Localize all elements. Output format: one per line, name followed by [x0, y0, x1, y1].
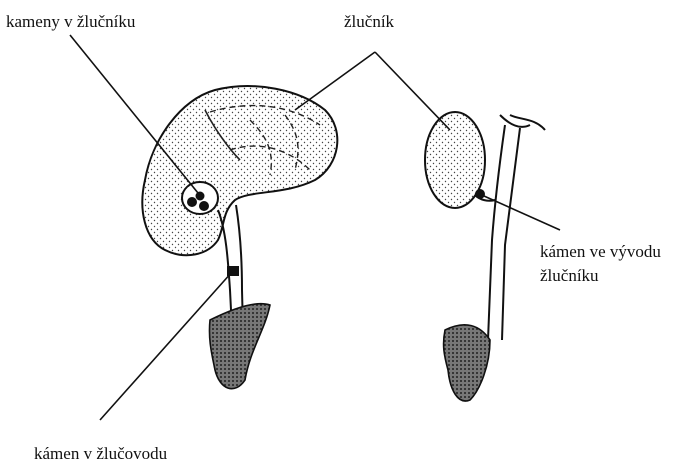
gallstone: [199, 201, 209, 211]
label-gallbladder: žlučník: [344, 12, 394, 32]
label-stones-in-gallbladder: kameny v žlučníku: [6, 12, 135, 32]
label-stone-in-duct-line2: žlučníku: [540, 266, 599, 286]
left-organ: [142, 86, 337, 389]
gallstone: [187, 197, 197, 207]
right-organ: [425, 112, 545, 401]
label-stone-in-duct-line1: kámen ve vývodu: [540, 242, 661, 262]
label-stone-in-bile-duct: kámen v žlučovodu: [34, 444, 167, 464]
cystic-duct-stone: [475, 189, 485, 199]
